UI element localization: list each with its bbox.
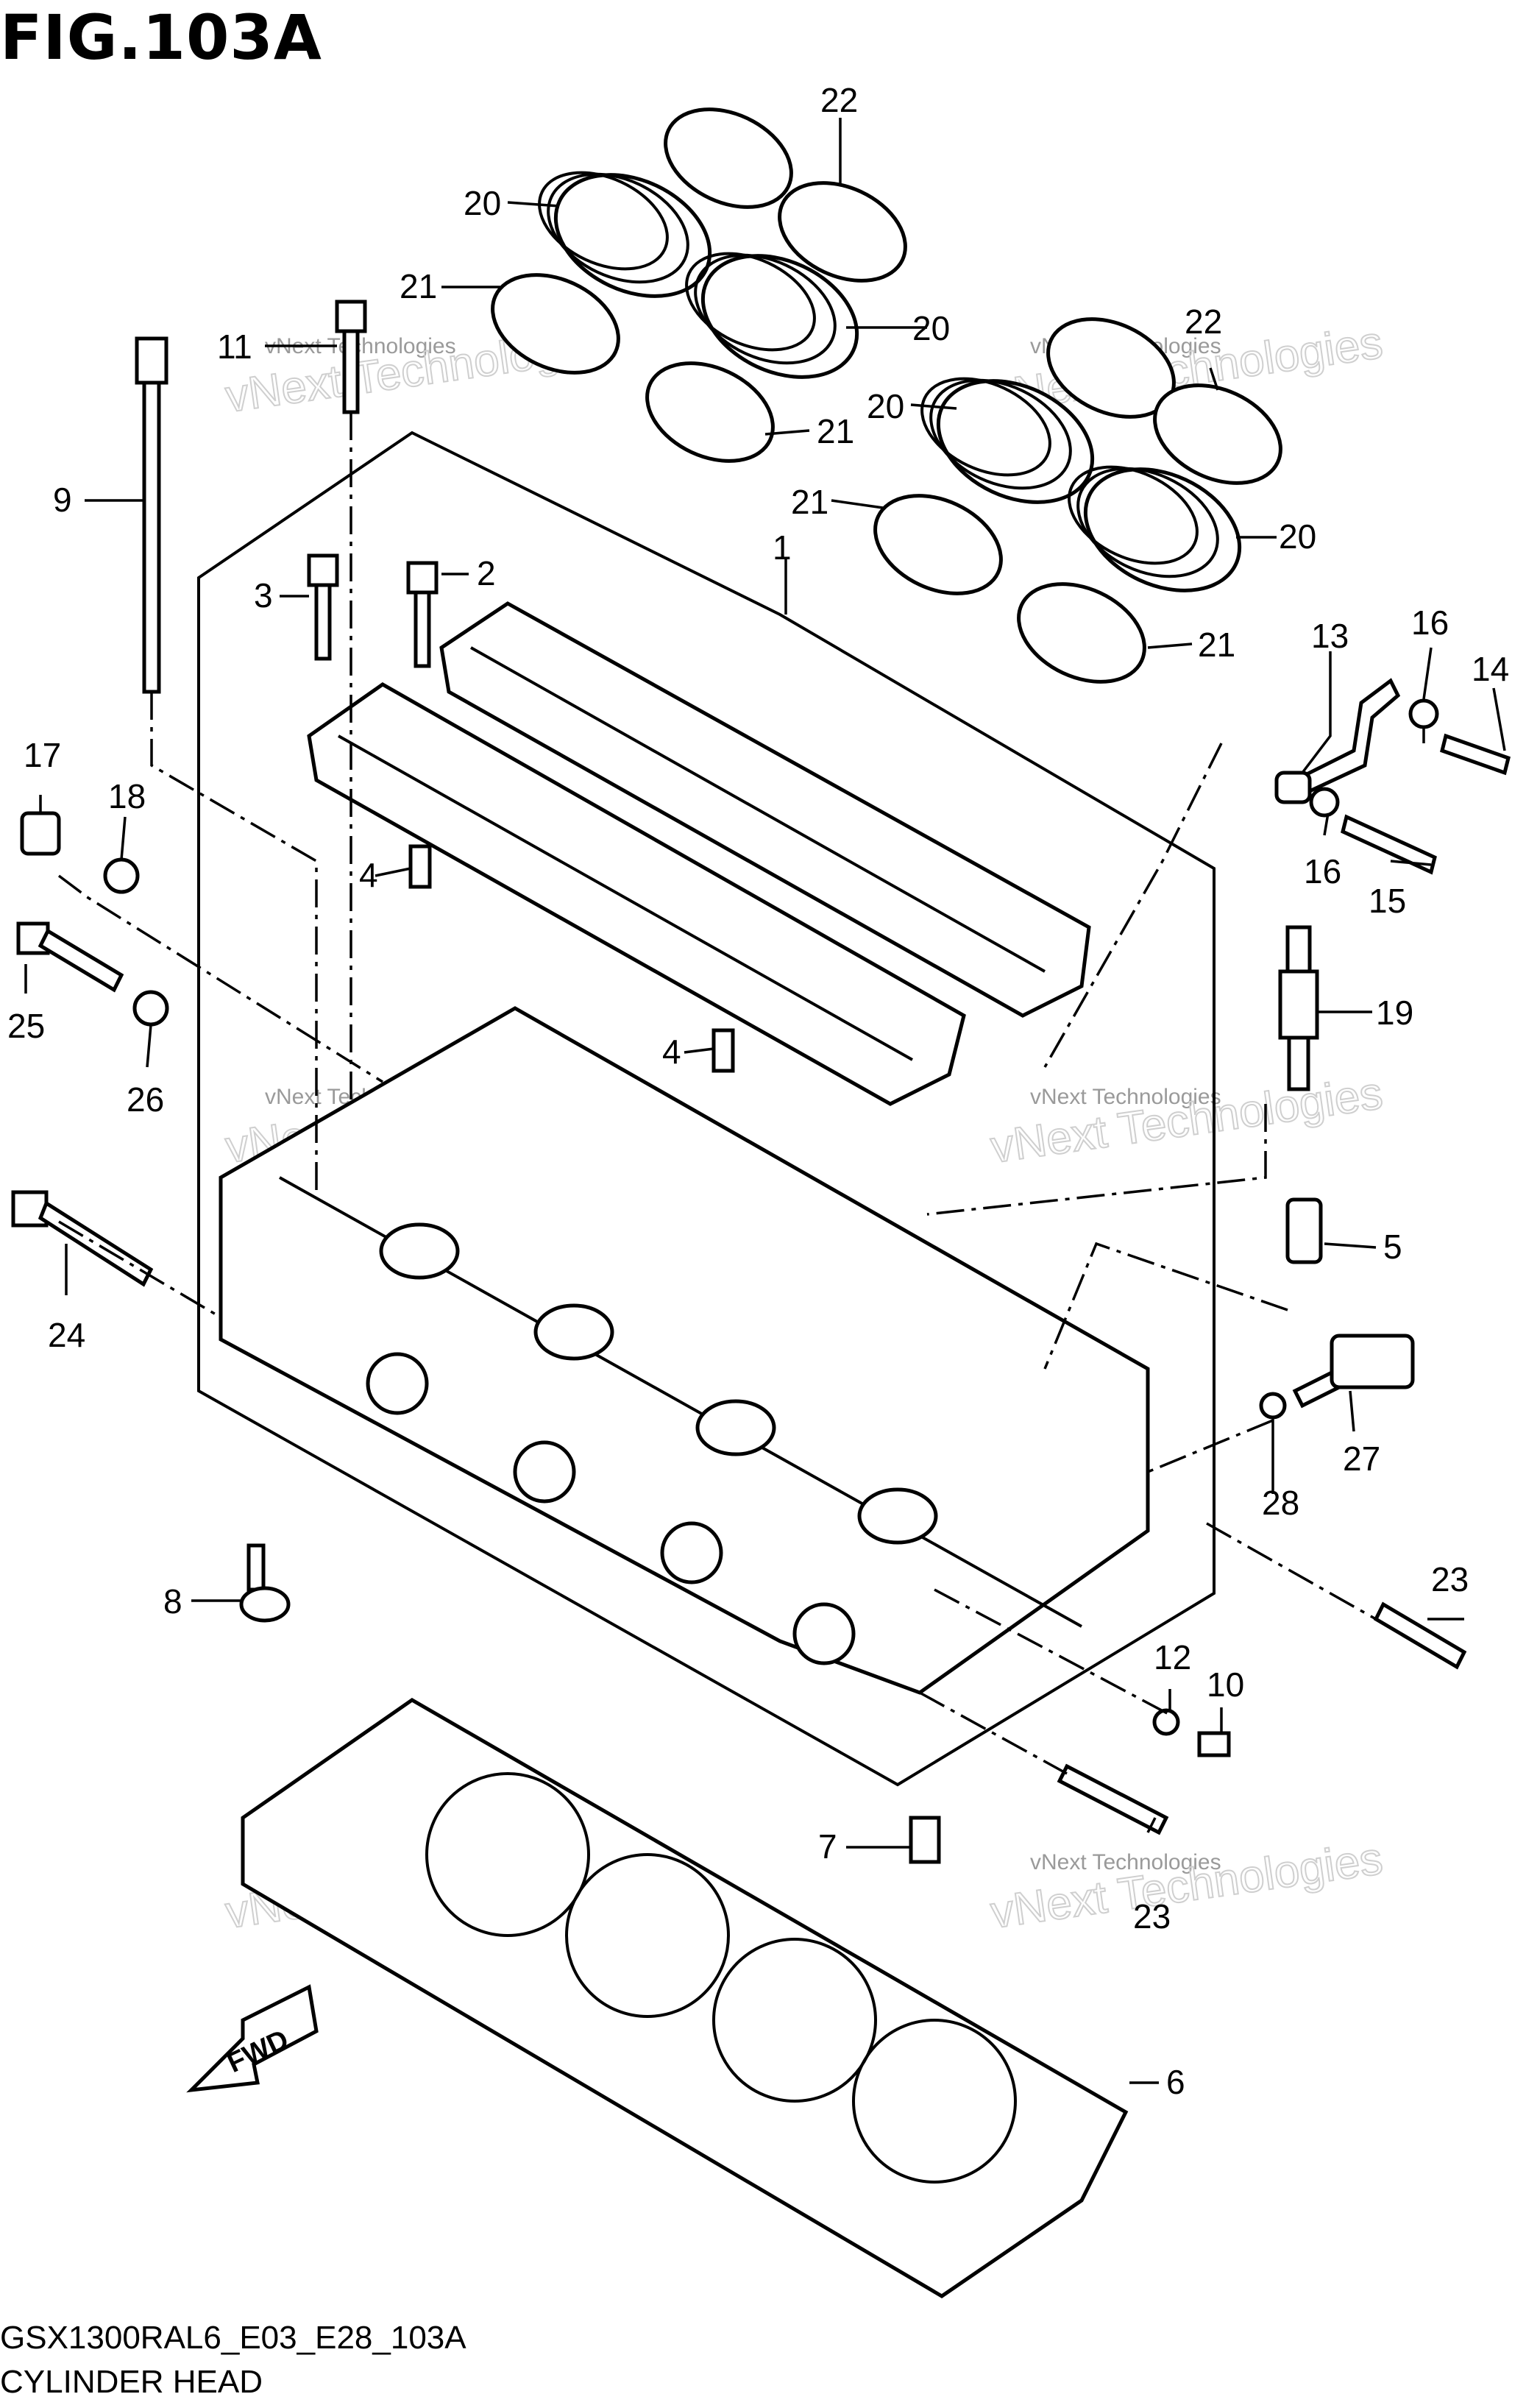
clamp — [1017, 582, 1146, 684]
callout-21: 21 — [1198, 626, 1235, 664]
callout-2: 2 — [477, 554, 496, 592]
oil-pipe-13 — [1274, 678, 1401, 804]
callout-3: 3 — [254, 576, 273, 615]
bolt-3 — [307, 553, 339, 661]
callout-4: 4 — [359, 856, 378, 894]
callout-15: 15 — [1369, 882, 1406, 920]
dowel-pin — [408, 844, 432, 889]
callout-10: 10 — [1207, 1665, 1244, 1704]
clamp — [778, 181, 907, 283]
callout-23: 23 — [1431, 1560, 1469, 1598]
washer — [132, 990, 169, 1027]
clamp — [645, 361, 775, 463]
intake-boot-group — [491, 107, 1282, 684]
clamp — [873, 494, 1003, 595]
plug — [20, 811, 61, 856]
washer — [1408, 698, 1439, 729]
callout-14: 14 — [1472, 650, 1509, 688]
callout-18: 18 — [108, 777, 146, 815]
leader-lines — [24, 118, 1506, 2084]
dowel-pin — [711, 1028, 735, 1073]
model-code: GSX1300RAL6_E03_E28_103A — [0, 2320, 466, 2356]
intake-boot — [538, 171, 712, 298]
intake-boot — [920, 377, 1095, 504]
callout-22: 22 — [1185, 302, 1222, 341]
reference-lines — [57, 412, 1377, 1775]
callout-21: 21 — [400, 267, 437, 305]
callout-20: 20 — [912, 309, 950, 347]
section-name: CYLINDER HEAD — [0, 2364, 263, 2400]
callout-24: 24 — [48, 1316, 85, 1354]
callout-20: 20 — [1279, 517, 1316, 556]
callout-8: 8 — [163, 1582, 182, 1621]
dowel-pin — [909, 1816, 941, 1864]
intake-boot — [685, 252, 859, 379]
washer — [1152, 1708, 1180, 1736]
cam-housing — [307, 601, 1091, 1106]
callout-6: 6 — [1166, 2063, 1185, 2101]
callout-26: 26 — [127, 1080, 164, 1119]
callout-20: 20 — [464, 184, 501, 222]
callout-1: 1 — [773, 528, 792, 567]
callout-17: 17 — [24, 736, 61, 774]
forward-arrow: FWD — [186, 1984, 319, 2093]
callout-4: 4 — [662, 1033, 681, 1071]
intake-boot — [1068, 465, 1242, 592]
clamp — [1153, 383, 1282, 485]
bolt-23 — [1057, 1763, 1169, 1835]
figure-title: FIG.103A — [0, 1, 322, 74]
clamp — [664, 107, 793, 209]
watermark-small: vNext Technologies — [1030, 1850, 1221, 1874]
callout-11: 11 — [217, 327, 252, 366]
washer — [1309, 787, 1340, 818]
callout-20: 20 — [867, 387, 904, 425]
callout-7: 7 — [818, 1827, 837, 1866]
bolt-15 — [1341, 814, 1437, 875]
callout-5: 5 — [1383, 1228, 1402, 1266]
assembly-outline — [197, 431, 1216, 1787]
callout-13: 13 — [1311, 617, 1349, 655]
bolt-10 — [1197, 1731, 1231, 1757]
watermark-large: vNext Technologies — [987, 1833, 1385, 1938]
callout-23: 23 — [1133, 1897, 1171, 1936]
callout-21: 21 — [791, 483, 828, 521]
callout-12: 12 — [1154, 1638, 1191, 1676]
bolt-24 — [11, 1190, 154, 1287]
callout-labels: 1 2 3 4 4 5 6 7 8 9 10 11 12 13 14 15 16… — [7, 81, 1509, 2101]
cylinder-head — [219, 1006, 1150, 1695]
clamp — [491, 273, 620, 375]
bolt-9 — [135, 336, 168, 694]
spark-plug-19 — [1278, 925, 1319, 1091]
callout-27: 27 — [1343, 1440, 1380, 1478]
callout-25: 25 — [7, 1007, 45, 1045]
bolt-23 — [1373, 1601, 1467, 1670]
bolt-2 — [406, 561, 439, 668]
callout-9: 9 — [53, 481, 72, 519]
callout-21: 21 — [817, 412, 854, 450]
sensor-5 — [1285, 1197, 1323, 1264]
washer — [103, 857, 140, 894]
callout-28: 28 — [1262, 1484, 1299, 1522]
temp-sensor-27 — [1292, 1334, 1415, 1409]
bolt-25 — [16, 921, 124, 993]
watermark-large: vNext Technologies — [987, 1068, 1385, 1173]
washer — [1259, 1392, 1287, 1420]
callout-16: 16 — [1304, 852, 1341, 890]
watermark-small: vNext Technologies — [1030, 1085, 1221, 1109]
callout-16: 16 — [1411, 603, 1449, 642]
callout-22: 22 — [820, 81, 858, 119]
bolt-8 — [239, 1543, 291, 1623]
callout-19: 19 — [1376, 994, 1413, 1032]
head-gasket — [241, 1698, 1129, 2298]
bolt-14 — [1440, 733, 1511, 776]
